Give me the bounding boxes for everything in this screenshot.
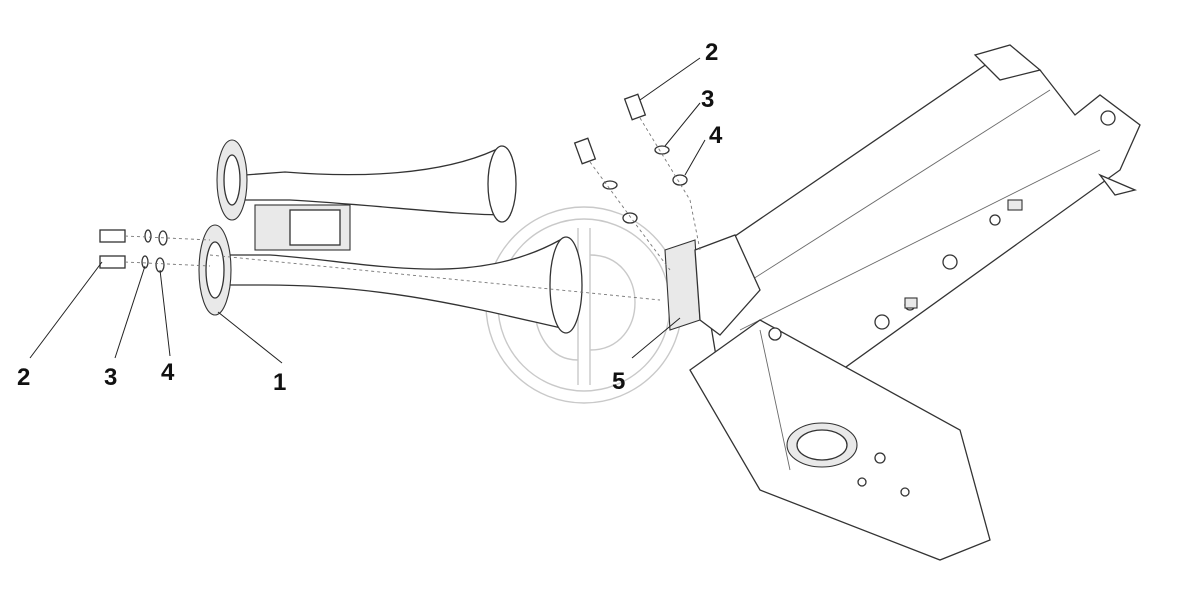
callout-5: 5 [612,368,625,395]
callout-2-left: 2 [17,364,30,391]
callout-4-left: 4 [161,359,175,386]
right-bolts [209,93,701,301]
callout-3-left: 3 [104,364,117,391]
callout-4-top: 4 [709,122,723,149]
left-bolts [99,229,211,273]
leader-lines [29,57,706,364]
callout-labels: 2 3 4 5 2 3 4 1 [17,39,723,396]
chassis-frame [689,44,1141,561]
callout-2-top: 2 [705,39,718,66]
horn-mounting-bracket [664,234,761,336]
callout-3-top: 3 [701,86,714,113]
callout-1: 1 [273,369,286,396]
air-horn-assembly [198,139,583,334]
